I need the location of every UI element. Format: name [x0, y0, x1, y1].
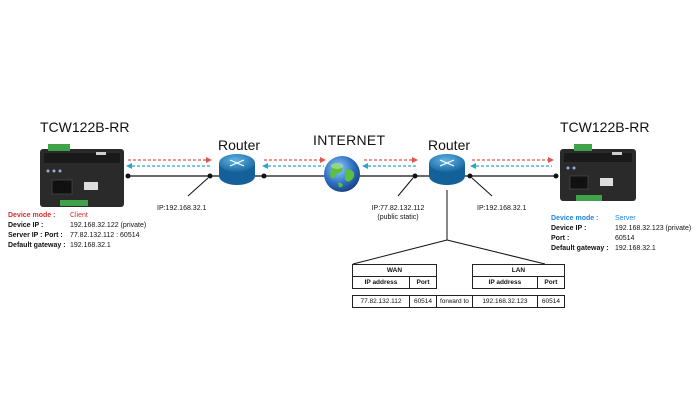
- device-right-info: Device mode : Server Device IP : 192.168…: [551, 214, 691, 254]
- lan-ip-col: IP address: [471, 276, 538, 289]
- arrow-heads: [126, 157, 554, 169]
- router-left-ip: IP:192.168.32.1: [157, 205, 207, 212]
- device-right-title: TCW122B-RR: [560, 119, 650, 135]
- label-pointers: [187, 177, 493, 197]
- router-left-icon: [219, 154, 255, 185]
- device-left-title: TCW122B-RR: [40, 119, 130, 135]
- table-spacer: [437, 277, 473, 289]
- table-spacer: [437, 265, 473, 277]
- lan-ip-value: 192.168.32.123: [471, 295, 538, 308]
- device-left-icon: [40, 144, 124, 207]
- wan-ip-col: IP address: [352, 276, 410, 289]
- left-server-value: 77.82.132.112 : 60514: [69, 232, 140, 239]
- router-right-wan-ip: IP:77.82.132.112: [371, 205, 425, 212]
- lan-header: LAN: [471, 264, 565, 277]
- internet-globe-icon: [324, 156, 360, 192]
- right-gw-label: Default gateway :: [551, 245, 609, 252]
- router-right-lan-ip: IP:192.168.32.1: [477, 205, 527, 212]
- internet-title: INTERNET: [313, 132, 386, 148]
- left-ip-value: 192.168.32.122 (private): [69, 222, 147, 229]
- lan-port-col: Port: [536, 276, 565, 289]
- wan-ip-value: 77.82.132.112: [352, 295, 410, 308]
- left-ip-label: Device IP :: [8, 222, 44, 229]
- right-gw-value: 192.168.32.1: [614, 245, 656, 252]
- table-gap: [353, 289, 565, 296]
- forward-to-label: forward to: [436, 295, 473, 308]
- port-forward-table: WAN LAN IP address Port IP address Port …: [352, 264, 565, 308]
- right-ip-label: Device IP :: [551, 225, 587, 232]
- nat-callout: [352, 190, 546, 265]
- left-mode-value: Client: [69, 212, 88, 219]
- router-right-wan-note: (public static): [377, 214, 419, 221]
- router-right-wan: IP:77.82.132.112 (public static): [368, 204, 428, 222]
- right-port-label: Port :: [551, 235, 570, 242]
- left-server-label: Server IP : Port :: [8, 232, 63, 239]
- right-mode-value: Server: [614, 215, 636, 222]
- left-mode-label: Device mode :: [8, 212, 56, 219]
- wan-header: WAN: [352, 264, 437, 277]
- left-gw-label: Default gateway :: [8, 242, 66, 249]
- traffic-arrows: [128, 159, 552, 167]
- left-gw-value: 192.168.32.1: [69, 242, 111, 249]
- device-right-icon: [560, 144, 636, 201]
- router-right-title: Router: [428, 137, 471, 153]
- right-ip-value: 192.168.32.123 (private): [614, 225, 692, 232]
- wan-port-col: Port: [409, 276, 437, 289]
- right-mode-label: Device mode :: [551, 215, 599, 222]
- right-port-value: 60514: [614, 235, 635, 242]
- router-right-icon: [429, 154, 465, 185]
- router-left-title: Router: [218, 137, 261, 153]
- lan-port-value: 60514: [536, 295, 565, 308]
- wan-port-value: 60514: [409, 295, 437, 308]
- device-left-info: Device mode : Client Device IP : 192.168…: [8, 211, 146, 251]
